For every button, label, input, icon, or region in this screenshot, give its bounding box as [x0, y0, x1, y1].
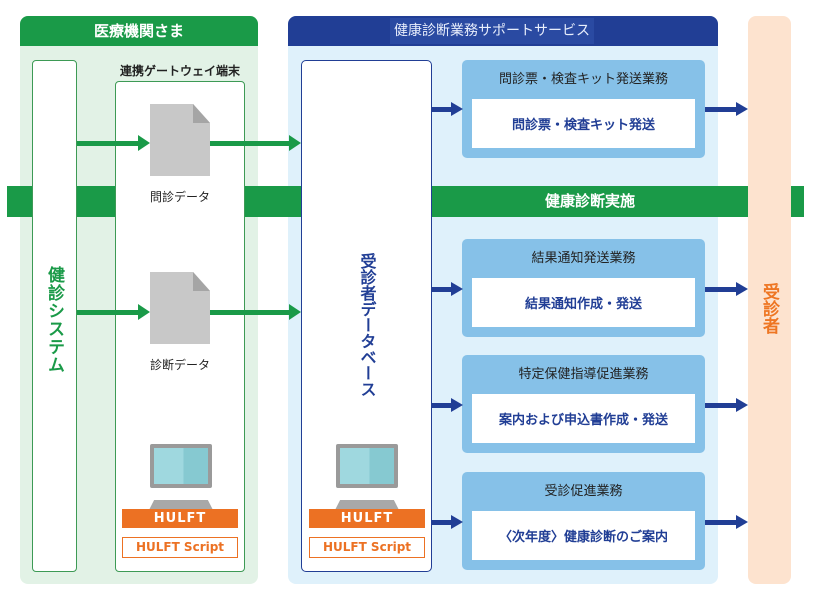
arrow-line — [77, 141, 139, 146]
arrow-line — [432, 287, 452, 292]
arrow-line — [77, 310, 139, 315]
service-title: 問診票・検査キット発送業務 — [498, 72, 668, 87]
arrow-right-icon — [138, 135, 150, 151]
exam-band-segment — [791, 186, 804, 217]
computer-icon — [149, 444, 213, 510]
arrow-right-icon — [736, 398, 748, 412]
interview-data-document — [150, 104, 210, 176]
arrow-line — [432, 520, 452, 525]
arrow-right-icon — [736, 282, 748, 296]
exam-band-label: 健康診断実施 — [544, 192, 635, 210]
exam-band-segment — [7, 186, 32, 217]
service-action: 問診票・検査キット発送 — [472, 99, 695, 148]
arrow-right-icon — [451, 515, 463, 529]
service-action: 結果通知作成・発送 — [472, 278, 695, 327]
support-service-header: 健康診断業務サポートサービス — [390, 18, 594, 44]
arrow-right-icon — [138, 304, 150, 320]
service-box: 問診票・検査キット発送業務 問診票・検査キット発送 — [462, 60, 705, 158]
arrow-right-icon — [736, 515, 748, 529]
recipient-column — [748, 16, 791, 584]
hulft-script-logo: HULFT Script — [122, 537, 238, 558]
hulft-logo: HULFT — [122, 509, 238, 528]
exam-band — [432, 186, 748, 217]
health-check-system-label: 健診システム — [44, 266, 64, 374]
service-box: 受診促進業務 〈次年度〉健康診断のご案内 — [462, 472, 705, 570]
service-box: 特定保健指導促進業務 案内および申込書作成・発送 — [462, 355, 705, 453]
arrow-right-icon — [736, 102, 748, 116]
interview-data-label: 問診データ — [149, 190, 210, 204]
arrow-line — [705, 403, 737, 408]
arrow-line — [705, 287, 737, 292]
health-check-system-column — [32, 60, 77, 572]
arrow-line — [705, 520, 737, 525]
arrow-right-icon — [451, 282, 463, 296]
arrow-line — [210, 141, 290, 146]
hulft-script-logo: HULFT Script — [309, 537, 425, 558]
service-title: 特定保健指導促進業務 — [518, 367, 649, 382]
gateway-title: 連携ゲートウェイ端末 — [119, 64, 240, 78]
diagnosis-data-document — [150, 272, 210, 344]
arrow-line — [432, 107, 452, 112]
arrow-right-icon — [289, 304, 301, 320]
recipient-database-label: 受診者データベース — [357, 253, 377, 397]
service-box: 結果通知発送業務 結果通知作成・発送 — [462, 239, 705, 337]
exam-band-segment — [77, 186, 115, 217]
arrow-right-icon — [451, 398, 463, 412]
diagnosis-data-label: 診断データ — [149, 358, 210, 372]
exam-band-segment — [245, 186, 301, 217]
arrow-line — [432, 403, 452, 408]
medical-institution-header: 医療機関さま — [20, 16, 258, 46]
service-title: 結果通知発送業務 — [531, 251, 636, 266]
recipient-label: 受診者 — [759, 282, 779, 334]
arrow-right-icon — [289, 135, 301, 151]
service-action: 案内および申込書作成・発送 — [472, 394, 695, 443]
computer-icon — [335, 444, 399, 510]
service-title: 受診促進業務 — [544, 484, 623, 499]
service-action: 〈次年度〉健康診断のご案内 — [472, 511, 695, 560]
hulft-logo: HULFT — [309, 509, 425, 528]
arrow-right-icon — [451, 102, 463, 116]
arrow-line — [210, 310, 290, 315]
arrow-line — [705, 107, 737, 112]
